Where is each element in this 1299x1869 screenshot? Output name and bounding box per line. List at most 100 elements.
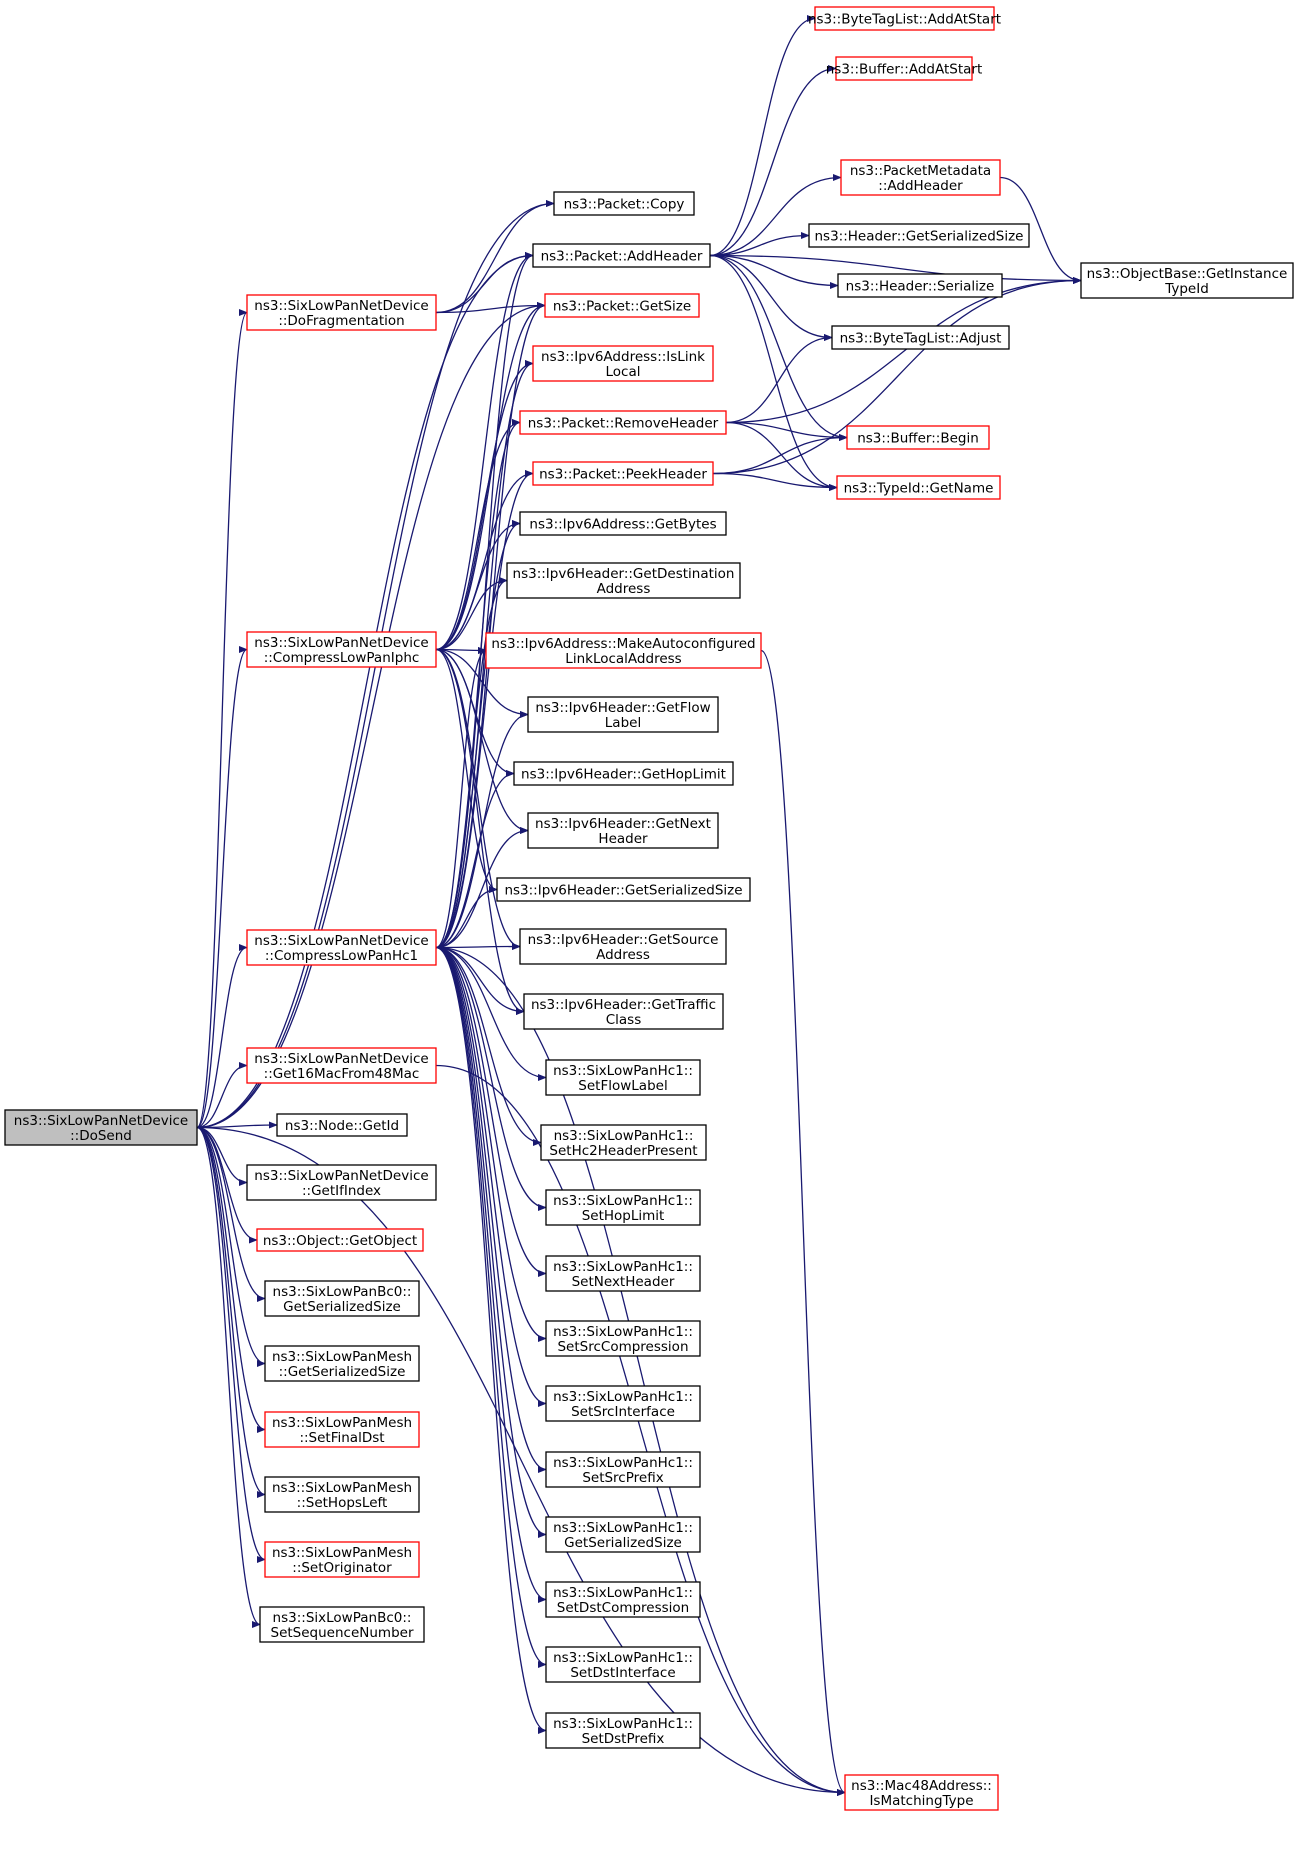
graph-node-gethop[interactable]: ns3::Ipv6Header::GetHopLimit [513,761,734,786]
graph-node-ipv6size[interactable]: ns3::Ipv6Header::GetSerializedSize [496,877,751,902]
graph-node-ismatch[interactable]: ns3::Mac48Address::IsMatchingType [844,1774,999,1811]
graph-node-dofrag[interactable]: ns3::SixLowPanNetDevice::DoFragmentation [246,294,437,331]
node-box [264,1280,420,1317]
node-box [532,243,711,268]
graph-node-setdstpre[interactable]: ns3::SixLowPanHc1::SetDstPrefix [545,1712,701,1749]
edge-iphc-to-paddh [435,251,534,651]
edge-paddh-to-objtypeid [709,254,1082,285]
edge-paddh-to-hdrser [709,254,839,290]
graph-node-meshsize[interactable]: ns3::SixLowPanMesh::GetSerializedSize [264,1345,420,1382]
edge-pmaddh-to-objtypeid [999,176,1082,285]
node-label: ::AddHeader [878,178,963,194]
graph-node-bc0size[interactable]: ns3::SixLowPanBc0::GetSerializedSize [264,1280,420,1317]
edge-dofrag-to-paddh [435,251,534,314]
node-label: SetSrcCompression [557,1339,688,1355]
edge-hc1c-to-setdstcomp [435,946,547,1604]
graph-node-pmaddh[interactable]: ns3::PacketMetadata::AddHeader [840,159,1001,196]
graph-node-ppeek[interactable]: ns3::Packet::PeekHeader [532,461,714,486]
edge-hc1c-to-ipv6size [435,885,498,949]
graph-node-dosend[interactable]: ns3::SixLowPanNetDevice::DoSend [4,1109,198,1146]
node-label: SetSrcInterface [571,1404,675,1420]
node-box [837,273,1003,298]
edge-hc1c-to-getsrc [435,942,521,951]
edge-hc1c-to-mkauto [435,646,487,949]
node-box [246,1047,437,1084]
node-label: SetSrcPrefix [582,1470,663,1486]
graph-node-sethc2[interactable]: ns3::SixLowPanHc1::SetHc2HeaderPresent [540,1124,707,1161]
graph-node-hdrsize[interactable]: ns3::Header::GetSerializedSize [808,223,1030,248]
graph-node-typeidname[interactable]: ns3::TypeId::GetName [836,475,1001,500]
graph-node-nodegetid[interactable]: ns3::Node::GetId [276,1113,408,1137]
graph-node-hc1c[interactable]: ns3::SixLowPanNetDevice::CompressLowPanH… [246,929,437,966]
graph-node-paddh[interactable]: ns3::Packet::AddHeader [532,243,711,268]
node-box [264,1476,420,1513]
graph-node-setsrcpre[interactable]: ns3::SixLowPanHc1::SetSrcPrefix [545,1451,701,1488]
node-box [513,761,734,786]
node-label: ns3::Ipv6Header::GetTraffic [531,997,716,1013]
node-label: ns3::Node::GetId [285,1118,399,1134]
node-label: IsMatchingType [869,1793,973,1809]
node-label: ns3::SixLowPanNetDevice [254,298,428,314]
graph-node-bc0seq[interactable]: ns3::SixLowPanBc0::SetSequenceNumber [259,1606,425,1643]
edge-ppeek-to-objtypeid [712,276,1082,475]
edge-paddh-to-typeidname [709,254,838,492]
graph-node-bufbegin[interactable]: ns3::Buffer::Begin [846,425,990,450]
graph-node-mkauto[interactable]: ns3::Ipv6Address::MakeAutoconfiguredLink… [485,632,762,669]
edge-get16-to-ismatch [435,1064,846,1797]
graph-node-meshorig[interactable]: ns3::SixLowPanMesh::SetOriginator [264,1541,420,1578]
graph-node-setsrcif[interactable]: ns3::SixLowPanHc1::SetSrcInterface [545,1385,701,1422]
node-box [519,410,727,435]
node-label: ns3::SixLowPanHc1:: [553,1650,693,1666]
graph-node-pcopy[interactable]: ns3::Packet::Copy [553,191,695,216]
graph-node-meshfinal[interactable]: ns3::SixLowPanMesh::SetFinalDst [264,1411,420,1448]
node-box [545,1646,701,1683]
node-box [246,929,437,966]
graph-node-bufaddstart[interactable]: ns3::Buffer::AddAtStart [826,56,983,81]
edge-hc1c-to-setsrccomp [435,946,547,1343]
edge-ppeek-to-bufbegin [712,433,848,475]
node-box [545,1385,701,1422]
graph-node-setdstcomp[interactable]: ns3::SixLowPanHc1::SetDstCompression [545,1581,701,1618]
graph-node-hc1size[interactable]: ns3::SixLowPanHc1::GetSerializedSize [545,1516,701,1553]
node-label: ns3::Packet::RemoveHeader [528,416,719,432]
graph-node-getifindex[interactable]: ns3::SixLowPanNetDevice::GetIfIndex [246,1164,437,1201]
node-label: ns3::SixLowPanNetDevice [14,1113,188,1129]
edge-hc1c-to-getnext [435,826,529,949]
graph-node-hdrser[interactable]: ns3::Header::Serialize [837,273,1003,298]
node-label: ns3::PacketMetadata [850,163,991,179]
node-label: Address [596,947,650,963]
edge-paddh-to-hdrsize [709,231,810,257]
node-label: ns3::Ipv6Address::GetBytes [529,517,716,533]
graph-node-sethop[interactable]: ns3::SixLowPanHc1::SetHopLimit [545,1189,701,1226]
node-box [1080,262,1294,299]
node-label: ns3::Ipv6Address::MakeAutoconfigured [491,636,755,652]
edge-hc1c-to-setflow [435,946,547,1082]
node-box [527,812,719,849]
graph-node-iphc[interactable]: ns3::SixLowPanNetDevice::CompressLowPanI… [246,631,437,668]
node-label: ns3::SixLowPanHc1:: [553,1520,693,1536]
node-label: ns3::TypeId::GetName [844,481,994,497]
graph-node-meshhops[interactable]: ns3::SixLowPanMesh::SetHopsLeft [264,1476,420,1513]
node-box [264,1411,420,1448]
graph-node-premove[interactable]: ns3::Packet::RemoveHeader [519,410,727,435]
graph-node-setdstif[interactable]: ns3::SixLowPanHc1::SetDstInterface [545,1646,701,1683]
node-label: ns3::Ipv6Header::GetSource [528,932,719,948]
graph-node-get16[interactable]: ns3::SixLowPanNetDevice::Get16MacFrom48M… [246,1047,437,1084]
graph-node-setflow[interactable]: ns3::SixLowPanHc1::SetFlowLabel [545,1059,701,1096]
graph-node-pgetsize[interactable]: ns3::Packet::GetSize [544,293,700,318]
edge-dosend-to-dofrag [196,309,248,1129]
graph-node-btladjust[interactable]: ns3::ByteTagList::Adjust [831,325,1010,350]
graph-node-setnext[interactable]: ns3::SixLowPanHc1::SetNextHeader [545,1255,701,1292]
node-label: ns3::Ipv6Header::GetHopLimit [521,767,726,783]
graph-node-getbytes[interactable]: ns3::Ipv6Address::GetBytes [519,511,727,536]
graph-node-setsrccomp[interactable]: ns3::SixLowPanHc1::SetSrcCompression [545,1320,701,1357]
graph-node-getobject[interactable]: ns3::Object::GetObject [256,1228,424,1252]
graph-node-btladdstart[interactable]: ns3::ByteTagList::AddAtStart [808,6,1001,31]
